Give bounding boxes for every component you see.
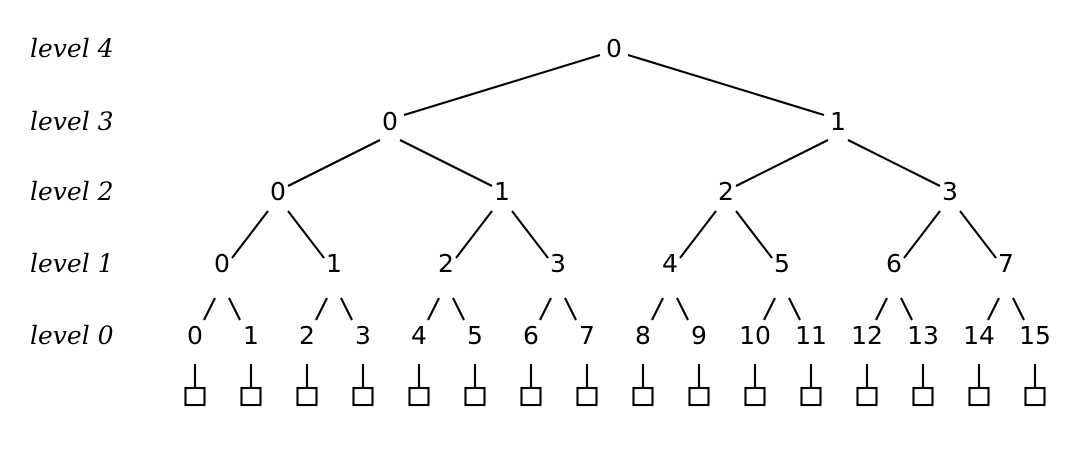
edge-l1-5-to-leaf-11 — [788, 297, 801, 321]
node-l1-2: 2 — [438, 249, 454, 278]
edges-level2-to-level1 — [231, 210, 997, 259]
edge-l1-6-to-leaf-13 — [900, 297, 913, 321]
leaf-label-9: 9 — [691, 321, 707, 350]
leaf-box-9 — [688, 386, 710, 407]
level-label-4: level 4 — [30, 34, 114, 63]
edge-l1-3-to-leaf-6 — [539, 297, 552, 321]
leaf-label-0: 0 — [187, 321, 203, 350]
edge-l2-2-to-l1-5 — [735, 210, 773, 259]
leaf-box-7 — [576, 386, 598, 407]
node-l1-1: 1 — [326, 249, 342, 278]
edge-l3-0-to-l2-0 — [287, 139, 381, 187]
edge-root-to-l3-1 — [627, 53, 825, 117]
node-labels-level1: 0 1 2 3 4 5 6 7 — [214, 249, 1014, 278]
edge-l1-6-to-leaf-12 — [875, 297, 888, 321]
leaf-label-12: 12 — [851, 321, 883, 350]
leaf-box-8 — [632, 386, 654, 407]
edge-l1-1-to-leaf-2 — [315, 297, 328, 321]
edge-l2-0-to-l1-0 — [231, 210, 269, 259]
node-l1-6: 6 — [886, 249, 902, 278]
leaf-label-10: 10 — [739, 321, 771, 350]
leaf-label-1: 1 — [243, 321, 259, 350]
leaf-label-3: 3 — [355, 321, 371, 350]
level-label-0: level 0 — [30, 321, 114, 350]
edge-l1-2-to-leaf-5 — [452, 297, 465, 321]
edge-l1-7-to-leaf-14 — [987, 297, 1000, 321]
node-labels-level4: 0 — [606, 34, 622, 63]
leaf-label-15: 15 — [1019, 321, 1051, 350]
edge-l1-4-to-leaf-9 — [676, 297, 689, 321]
edge-l1-7-to-leaf-15 — [1012, 297, 1025, 321]
node-l1-4: 4 — [662, 249, 678, 278]
edge-l2-3-to-l1-6 — [903, 210, 941, 259]
leaf-box-14 — [968, 386, 990, 407]
leaf-box-6 — [520, 386, 542, 407]
edge-l1-5-to-leaf-10 — [763, 297, 776, 321]
edge-l3-1-to-l2-3 — [847, 139, 941, 187]
leaf-box-1 — [240, 386, 262, 407]
node-l3-1: 1 — [830, 107, 846, 136]
leaf-box-13 — [912, 386, 934, 407]
leaf-label-4: 4 — [411, 321, 427, 350]
leaf-box-0 — [184, 386, 206, 407]
edge-l1-0-to-leaf-0 — [203, 297, 216, 321]
edge-l3-1-to-l2-2 — [735, 139, 829, 187]
leaf-box-2 — [296, 386, 318, 407]
leaf-label-13: 13 — [907, 321, 939, 350]
edge-l2-2-to-l1-4 — [679, 210, 717, 259]
leaf-box-11 — [800, 386, 822, 407]
edge-l2-0-to-l1-1 — [287, 210, 325, 259]
node-l2-2: 2 — [718, 177, 734, 206]
leaf-box-4 — [408, 386, 430, 407]
leaf-label-7: 7 — [579, 321, 595, 350]
leaf-boxes-group — [184, 364, 1046, 407]
edge-l3-0-to-l2-1 — [399, 139, 493, 187]
node-l2-3: 3 — [942, 177, 958, 206]
node-labels-level0: 0 1 2 3 4 5 6 7 8 9 10 11 12 13 14 15 — [187, 321, 1051, 350]
node-l1-5: 5 — [774, 249, 790, 278]
edge-l1-3-to-leaf-7 — [564, 297, 577, 321]
leaf-label-5: 5 — [467, 321, 483, 350]
node-l4-0: 0 — [606, 34, 622, 63]
edge-l1-0-to-leaf-1 — [228, 297, 241, 321]
leaf-box-12 — [856, 386, 878, 407]
leaf-box-5 — [464, 386, 486, 407]
node-l3-0: 0 — [382, 107, 398, 136]
edge-l1-2-to-leaf-4 — [427, 297, 440, 321]
edges-level4-to-level3 — [403, 53, 825, 117]
level-labels-group: level 4 level 3 level 2 level 1 level 0 — [30, 34, 114, 350]
edge-root-to-l3-0 — [403, 53, 601, 117]
node-labels-level2: 0 1 2 3 — [270, 177, 958, 206]
edge-l2-1-to-l1-3 — [511, 210, 549, 259]
edge-l2-1-to-l1-2 — [455, 210, 493, 259]
edge-l1-4-to-leaf-8 — [651, 297, 664, 321]
leaf-label-8: 8 — [635, 321, 651, 350]
edges-level1-to-level0 — [203, 297, 1025, 321]
node-l2-0: 0 — [270, 177, 286, 206]
edge-l1-1-to-leaf-3 — [340, 297, 353, 321]
leaf-box-15 — [1024, 386, 1046, 407]
level-label-2: level 2 — [30, 177, 114, 206]
leaf-label-11: 11 — [795, 321, 827, 350]
leaf-label-14: 14 — [963, 321, 995, 350]
leaf-label-6: 6 — [523, 321, 539, 350]
leaf-box-3 — [352, 386, 374, 407]
node-l1-7: 7 — [998, 249, 1014, 278]
node-l1-3: 3 — [550, 249, 566, 278]
node-labels-level3: 0 1 — [382, 107, 846, 136]
level-label-3: level 3 — [30, 107, 114, 136]
node-l2-1: 1 — [494, 177, 510, 206]
leaf-label-2: 2 — [299, 321, 315, 350]
leaf-box-10 — [744, 386, 766, 407]
node-l1-0: 0 — [214, 249, 230, 278]
edge-l2-3-to-l1-7 — [959, 210, 997, 259]
level-label-1: level 1 — [30, 249, 114, 278]
edges-level3-to-level2 — [287, 139, 941, 187]
